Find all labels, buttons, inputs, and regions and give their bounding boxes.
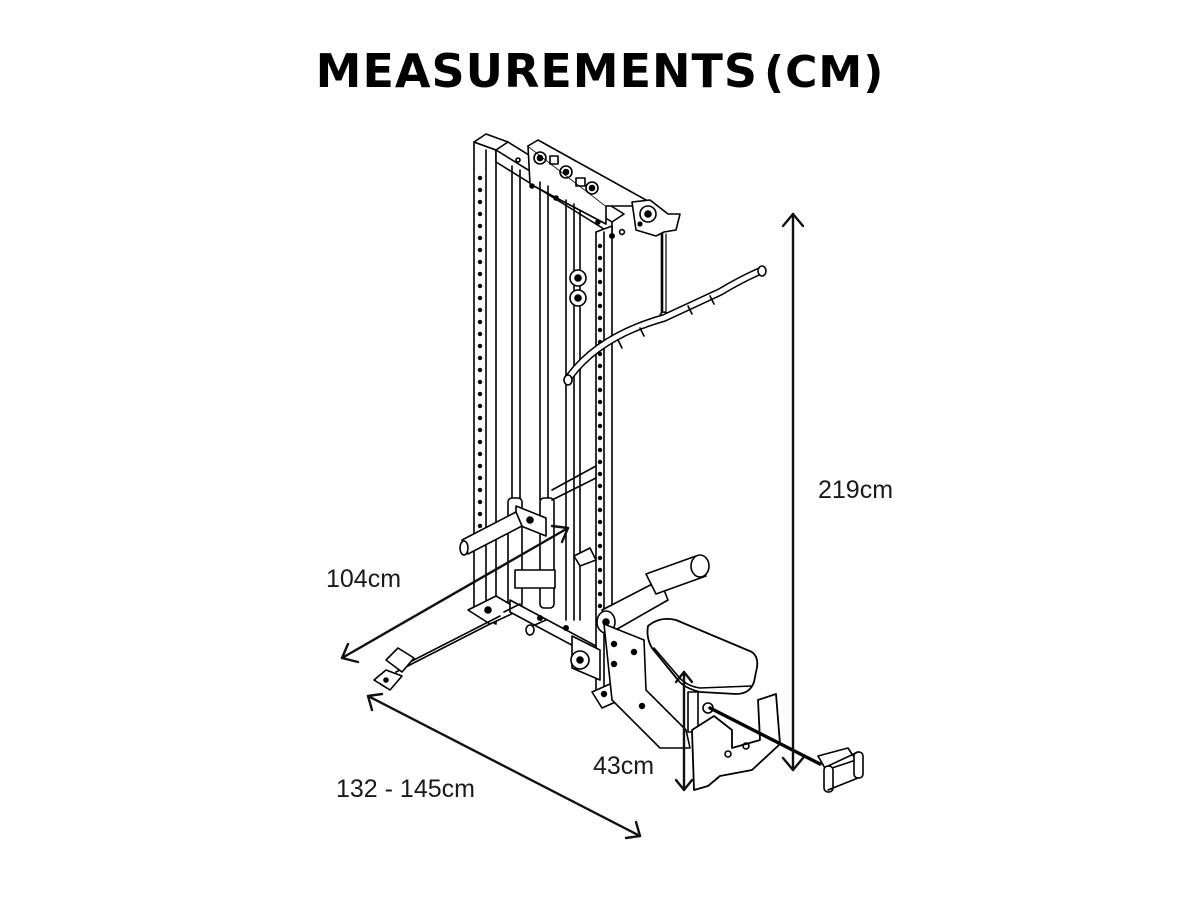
page-title: MEASUREMENTS(CM) bbox=[0, 44, 1200, 98]
depth-arrow bbox=[340, 524, 570, 664]
title-main: MEASUREMENTS bbox=[315, 44, 759, 98]
weight-carriage bbox=[459, 465, 597, 609]
left-upright bbox=[473, 133, 509, 625]
title-unit: (CM) bbox=[764, 47, 885, 98]
lat-cable bbox=[659, 232, 669, 321]
depth-label: 104cm bbox=[326, 565, 402, 593]
mid-pulley bbox=[569, 269, 587, 307]
left-upright-holes bbox=[477, 175, 483, 529]
base-frame bbox=[373, 595, 621, 709]
height-arrow bbox=[781, 212, 805, 772]
lat-bar bbox=[563, 265, 767, 386]
length-label: 132 - 145cm bbox=[336, 775, 475, 803]
dimension-arrows bbox=[340, 212, 805, 840]
right-upright-holes bbox=[597, 243, 603, 609]
height-label: 219cm bbox=[818, 476, 894, 504]
seat-assembly bbox=[596, 554, 781, 791]
seat-height-label: 43cm bbox=[593, 752, 655, 780]
row-cable-handle bbox=[708, 706, 864, 793]
length-arrow bbox=[366, 692, 642, 840]
pulley-housing bbox=[527, 139, 681, 237]
seat-height-arrow bbox=[674, 670, 694, 792]
